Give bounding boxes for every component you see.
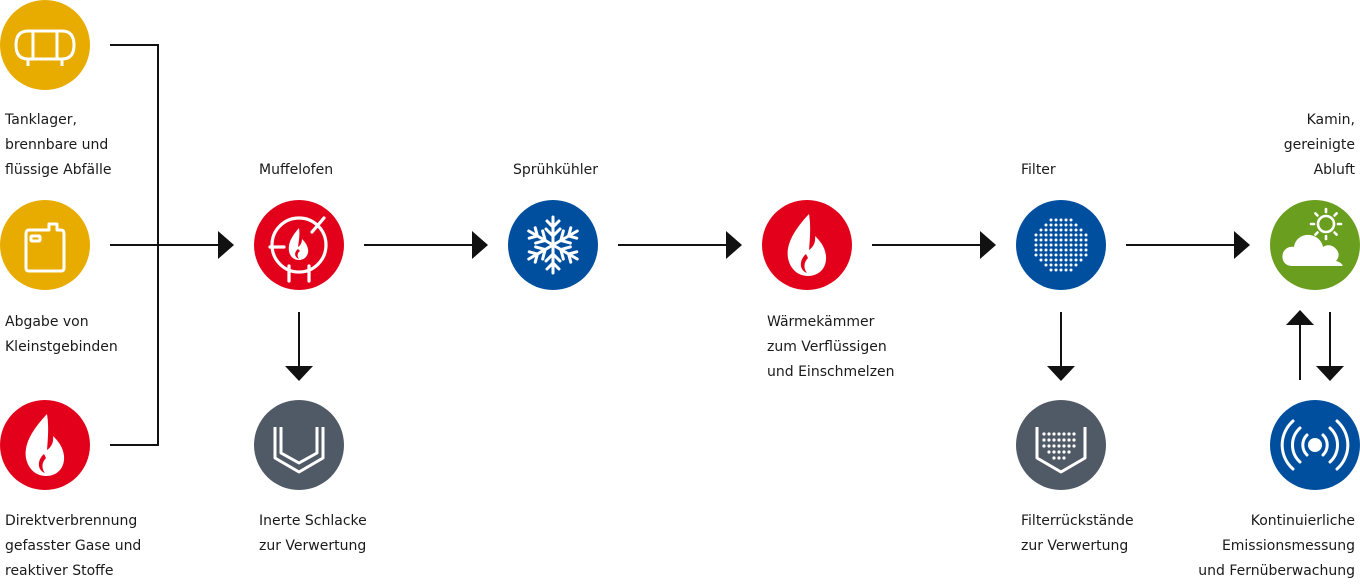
label-filterrueckstaende: Filterrückstände zur Verwertung: [1021, 513, 1134, 554]
node-tanklager: [0, 0, 90, 90]
flame-icon: [0, 400, 90, 490]
label-emission: Kontinuierliche Emissionsmessung und Fer…: [1198, 513, 1355, 579]
filter-dots-icon: [1016, 200, 1106, 290]
tank-icon: [0, 0, 90, 90]
label-tanklager: Tanklager, brennbare und flüssige Abfäll…: [5, 112, 112, 178]
arrowhead-right: [218, 231, 234, 259]
node-filterrueckstaende: [1016, 400, 1106, 490]
label-schlacke: Inerte Schlacke zur Verwertung: [259, 513, 367, 554]
node-direktverbrennung: [0, 400, 90, 490]
node-emission: [1270, 400, 1360, 490]
arrowhead-right: [980, 231, 996, 259]
arrowhead-up: [1286, 310, 1314, 325]
label-filter: Filter: [1021, 162, 1056, 178]
node-kamin: [1270, 200, 1360, 290]
filter-residue-icon: [1016, 400, 1106, 490]
label-direktverbrennung: Direktverbrennung gefasster Gase und rea…: [5, 513, 142, 579]
label-waermekammer: Wärmekämmer zum Verflüssigen und Einschm…: [767, 314, 895, 380]
arrowhead-right: [1234, 231, 1250, 259]
flame-icon: [762, 200, 852, 290]
label-muffelofen: Muffelofen: [259, 162, 334, 178]
arrowhead-down: [285, 366, 313, 381]
node-filter: [1016, 200, 1106, 290]
canister-icon: [0, 200, 90, 290]
arrowhead-down: [1316, 366, 1344, 381]
label-spruehkuehler: Sprühkühler: [513, 162, 598, 178]
cloud-sun-icon: [1270, 200, 1360, 290]
snowflake-icon: [508, 200, 598, 290]
arrowhead-down: [1047, 366, 1075, 381]
node-spruehkuehler: [508, 200, 598, 290]
slag-container-icon: [254, 400, 344, 490]
label-kleingebinde: Abgabe von Kleinstgebinden: [5, 314, 118, 355]
arrowhead-right: [726, 231, 742, 259]
furnace-flame-icon: [254, 200, 344, 290]
label-kamin: Kamin, gereinigte Abluft: [1283, 112, 1355, 178]
signal-broadcast-icon: [1270, 400, 1360, 490]
node-waermekammer: [762, 200, 852, 290]
arrowhead-right: [472, 231, 488, 259]
node-kleingebinde: [0, 200, 90, 290]
node-muffelofen: [254, 200, 344, 290]
node-schlacke: [254, 400, 344, 490]
